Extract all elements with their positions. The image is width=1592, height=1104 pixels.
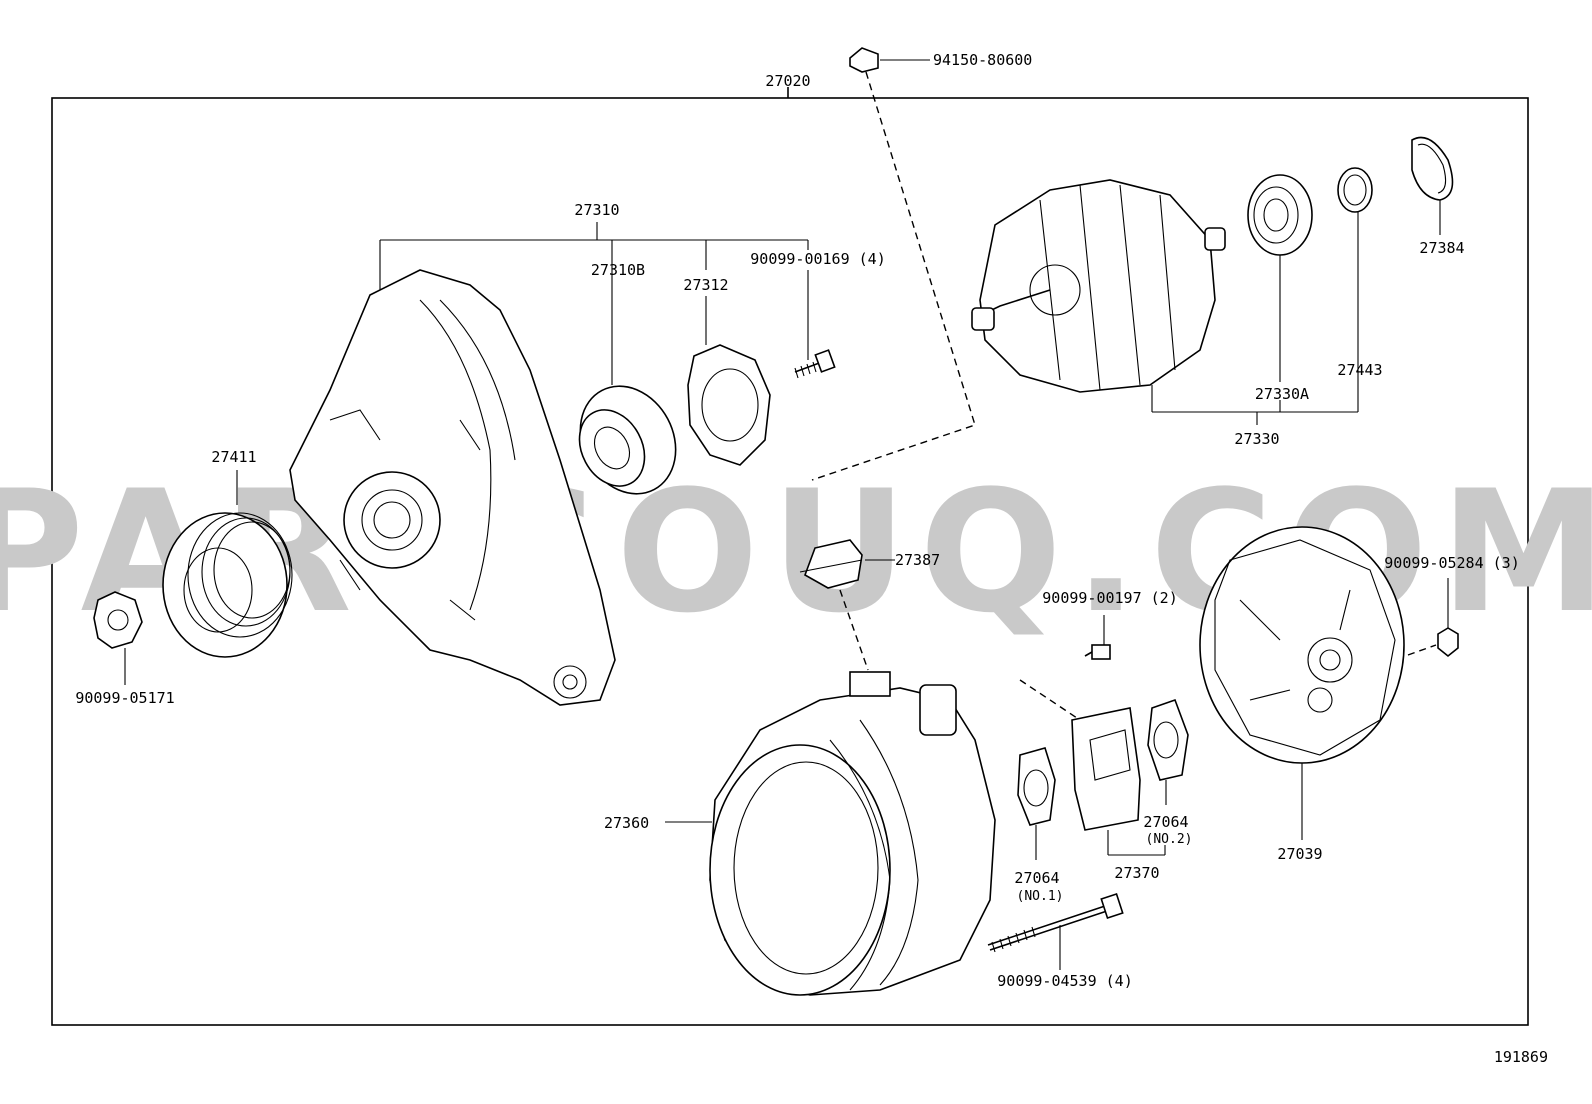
diagram-frame (51, 97, 1529, 1026)
rear-cover (1199, 526, 1405, 840)
rotor-bearing (1247, 174, 1313, 256)
leader-27310 (379, 222, 809, 385)
label-27443: 27443 (1337, 361, 1382, 379)
label-27411: 27411 (211, 448, 256, 466)
gasket-no1 (1017, 747, 1056, 860)
pulley-nut (93, 591, 143, 685)
label-27387: 27387 (895, 551, 940, 569)
front-frame-housing (289, 269, 616, 706)
label-27360: 27360 (604, 814, 649, 832)
through-bolt (987, 893, 1124, 970)
terminal-insulator (799, 539, 895, 589)
label-27330a: 27330A (1255, 385, 1309, 403)
ring (1337, 167, 1373, 213)
label-90099-05284: 90099-05284 (3) (1384, 554, 1519, 572)
label-27039: 27039 (1277, 845, 1322, 863)
label-27064-no1-sub: (NO.1) (1017, 889, 1064, 904)
screw-mid (1084, 615, 1111, 660)
brush-holder (1071, 707, 1166, 856)
label-94150-80600: 94150-80600 (933, 51, 1032, 69)
label-27370: 27370 (1114, 864, 1159, 882)
gasket-no2 (1147, 698, 1189, 805)
label-90099-00197: 90099-00197 (2) (1042, 589, 1177, 607)
rotor (971, 179, 1226, 393)
label-90099-00169: 90099-00169 (4) (750, 250, 885, 268)
label-27330: 27330 (1234, 430, 1279, 448)
label-27384: 27384 (1419, 239, 1464, 257)
diagram-id-label: 191869 (1494, 1048, 1548, 1066)
bearing-cover (1411, 136, 1454, 235)
label-27064-no2: 27064 (1143, 813, 1188, 831)
clip-part (849, 47, 930, 73)
rear-nut (1407, 578, 1459, 658)
label-27064-no2-sub: (NO.2) (1146, 832, 1193, 847)
label-27310: 27310 (574, 201, 619, 219)
label-27312: 27312 (683, 276, 728, 294)
label-27064-no1: 27064 (1014, 869, 1059, 887)
leader-brush (1019, 679, 1081, 721)
pulley (162, 470, 293, 658)
stator (665, 671, 996, 996)
retainer-plate (687, 344, 771, 466)
front-bearing (578, 385, 677, 495)
leader-clip (811, 71, 976, 481)
label-27020: 27020 (765, 72, 810, 90)
label-90099-04539: 90099-04539 (4) (997, 972, 1132, 990)
label-90099-05171: 90099-05171 (75, 689, 174, 707)
label-27310b: 27310B (591, 261, 645, 279)
screw-front (794, 349, 836, 379)
leader-insulator (839, 589, 869, 671)
